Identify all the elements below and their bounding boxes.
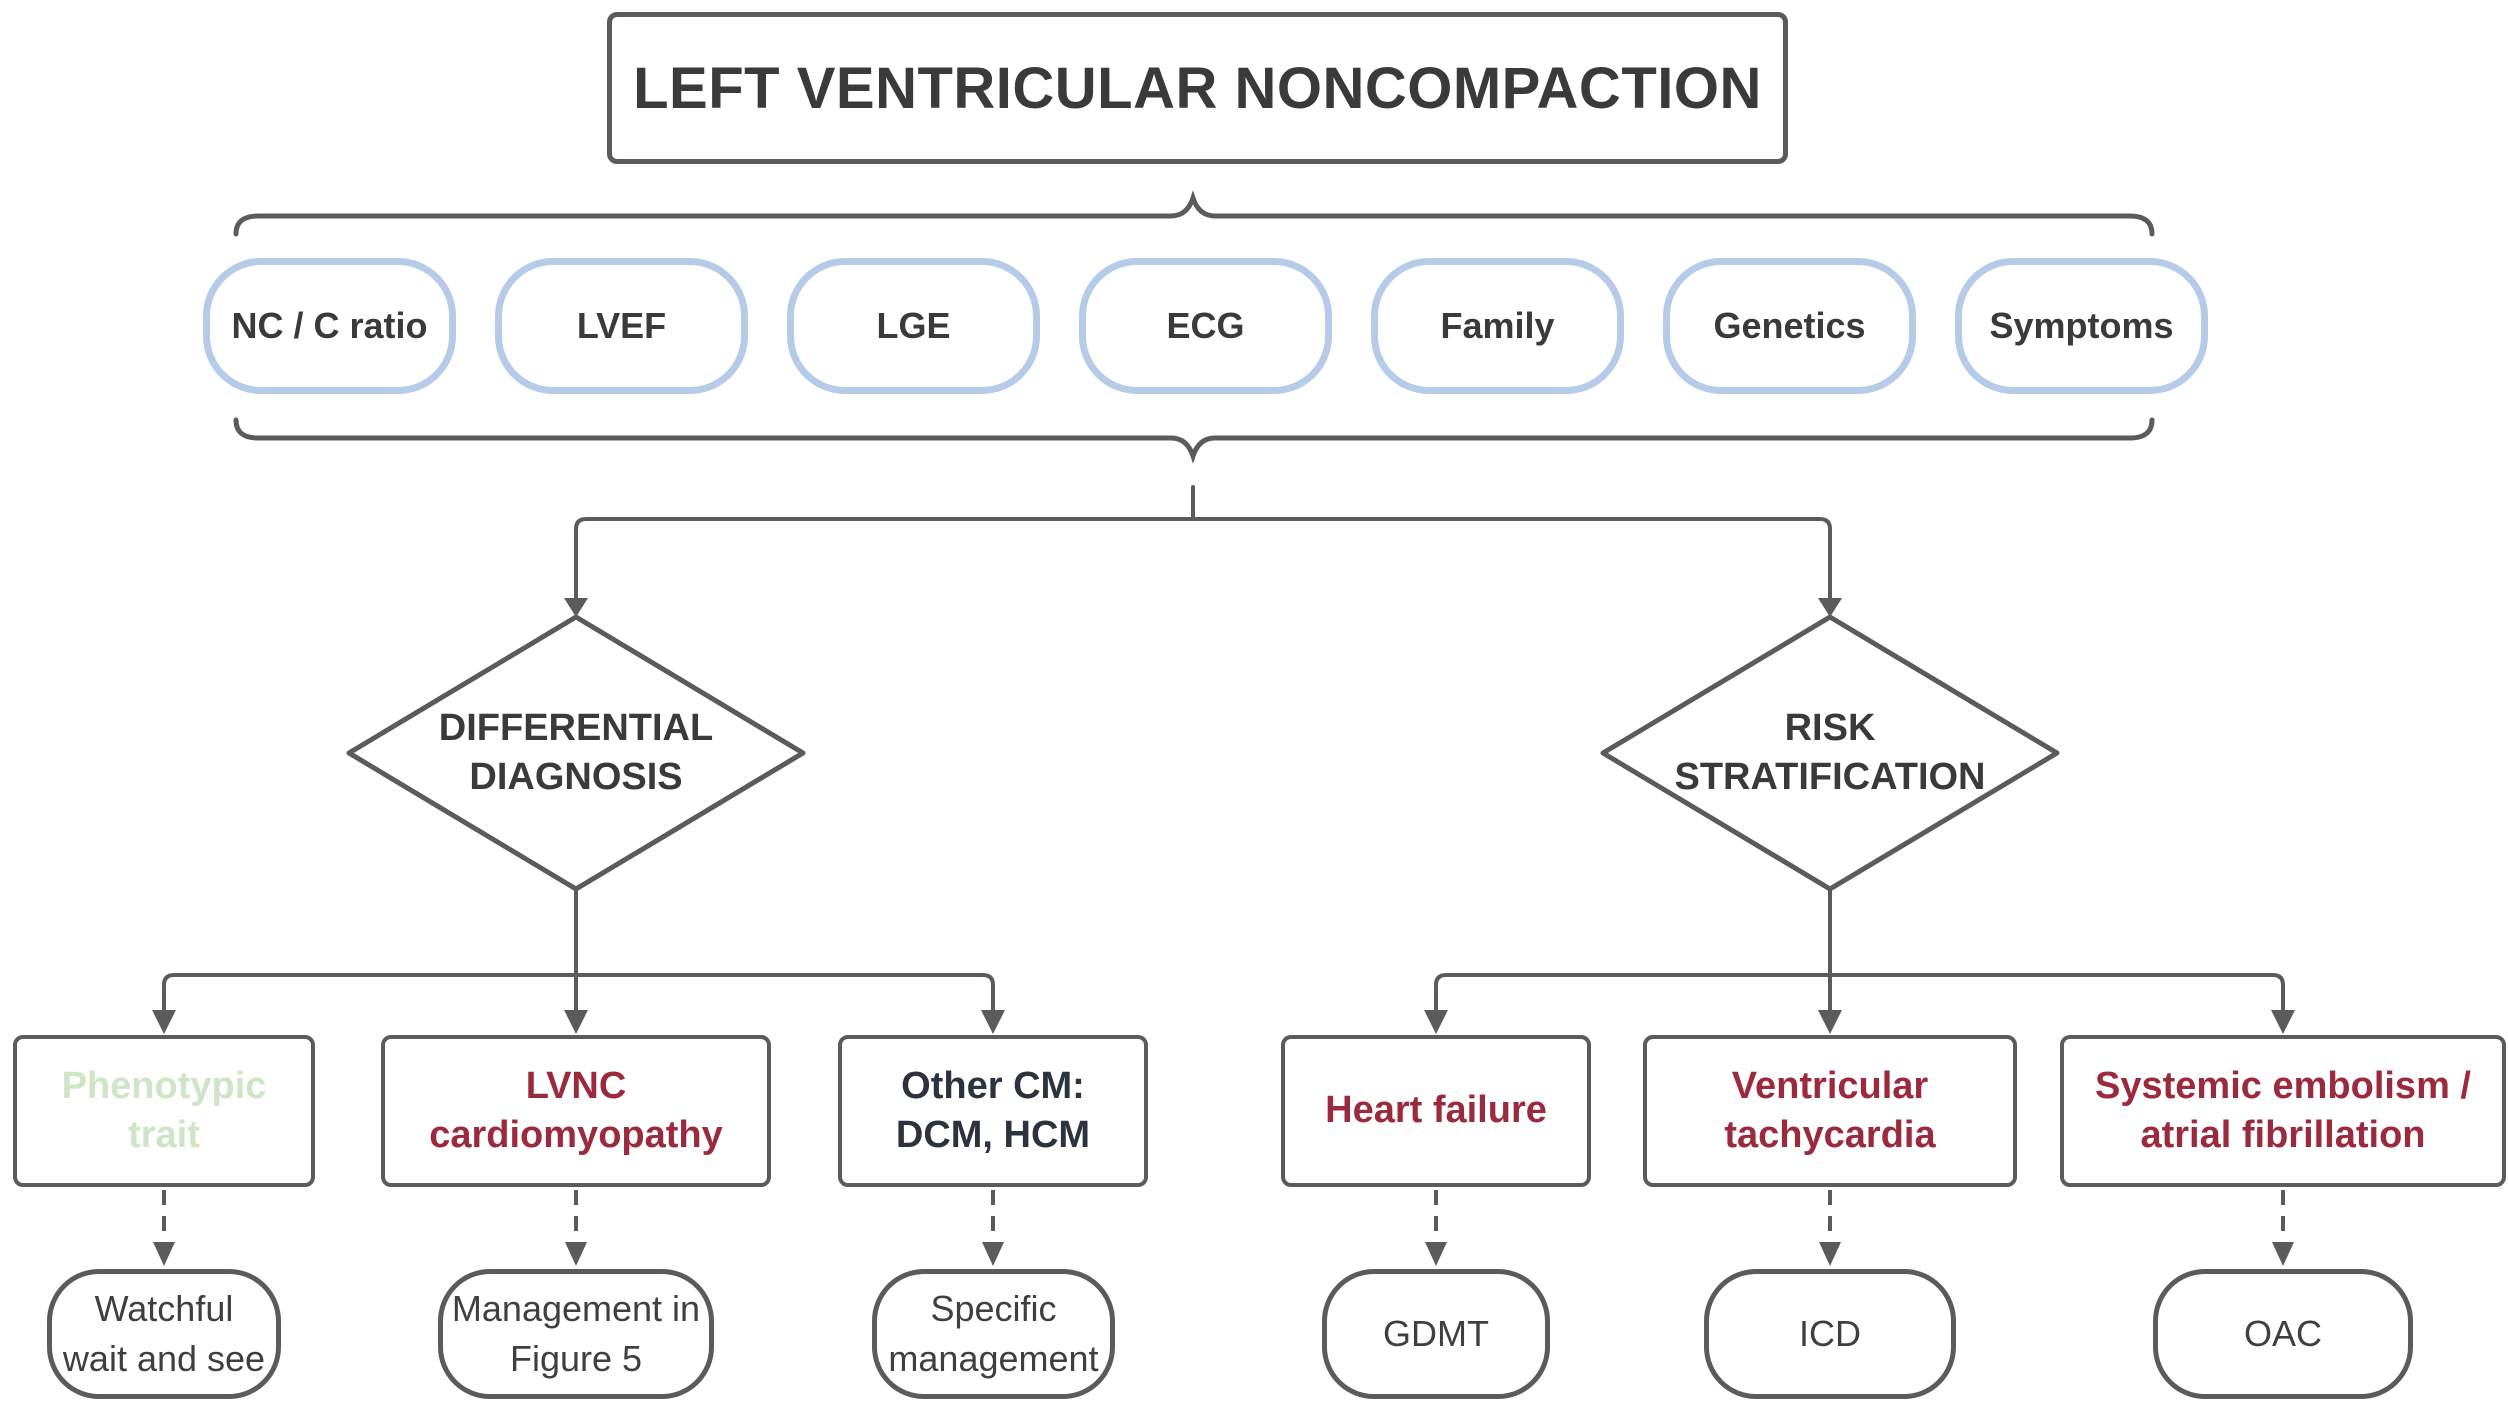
pill-symptoms-label: Symptoms <box>1989 305 2174 346</box>
outcome-other-cm-line2: DCM, HCM <box>895 1114 1091 1156</box>
arrowhead-heart-failure <box>1424 1010 1448 1034</box>
action-specific-line2: management <box>888 1338 1099 1379</box>
diamond-risk-line2: STRATIFICATION <box>1674 756 1986 798</box>
pill-genetics: Genetics <box>1663 258 1916 394</box>
outcome-embolism-line2: atrial fibrillation <box>2140 1114 2426 1156</box>
diamond-differential-line2: DIAGNOSIS <box>469 756 683 798</box>
pill-family: Family <box>1371 258 1624 394</box>
diagram-title-text: LEFT VENTRICULAR NONCOMPACTION <box>633 55 1762 121</box>
outcome-vtach-line1: Ventricular <box>1731 1064 1929 1107</box>
outcome-box-heart-failure: Heart failure <box>1281 1035 1591 1187</box>
diagram-title: LEFT VENTRICULAR NONCOMPACTION <box>607 12 1788 164</box>
arrowhead-ventricular-tachycardia <box>1818 1010 1842 1034</box>
outcome-phenotypic-line1: Phenotypic <box>61 1064 267 1107</box>
outcome-lvnc-line2: cardiomyopathy <box>429 1114 723 1156</box>
pill-nc-c-ratio: NC / C ratio <box>203 258 456 394</box>
action-gdmt-label: GDMT <box>1383 1312 1489 1354</box>
pill-lvef: LVEF <box>495 258 748 394</box>
pill-family-label: Family <box>1440 305 1555 346</box>
outcome-box-lvnc-cardiomyopathy: LVNC cardiomyopathy <box>381 1035 771 1187</box>
arrowhead-oac <box>2272 1242 2294 1266</box>
action-specific-line1: Specific <box>930 1287 1057 1329</box>
action-icd-label: ICD <box>1799 1312 1861 1354</box>
pill-lvef-label: LVEF <box>576 305 667 346</box>
outcome-embolism-line1: Systemic embolism / <box>2095 1064 2471 1107</box>
outcome-phenotypic-line2: trait <box>128 1114 200 1156</box>
arrowhead-lvnc-cardiomyopathy <box>564 1010 588 1034</box>
pill-lge-label: LGE <box>876 305 951 346</box>
action-box-gdmt: GDMT <box>1322 1269 1550 1399</box>
brace-bottom <box>233 417 2155 464</box>
outcome-heart-failure-line1: Heart failure <box>1325 1089 1547 1132</box>
outcome-lvnc-line1: LVNC <box>525 1064 627 1107</box>
outcome-box-phenotypic-trait: Phenotypic trait <box>13 1035 315 1187</box>
pill-lge: LGE <box>787 258 1040 394</box>
pill-ecg: ECG <box>1079 258 1332 394</box>
pill-nc-c-ratio-label: NC / C ratio <box>231 305 428 346</box>
pill-ecg-label: ECG <box>1166 305 1245 346</box>
arrowhead-specific <box>982 1242 1004 1266</box>
arrowhead-phenotypic-trait <box>152 1010 176 1034</box>
arrowhead-systemic-embolism <box>2271 1010 2295 1034</box>
pill-genetics-label: Genetics <box>1713 305 1866 346</box>
action-watchful-line1: Watchful <box>94 1287 234 1329</box>
outcome-other-cm-line1: Other CM: <box>901 1064 1085 1107</box>
arrowhead-icd <box>1819 1242 1841 1266</box>
outcome-box-ventricular-tachycardia: Ventricular tachycardia <box>1643 1035 2017 1187</box>
action-management-line1: Management in <box>451 1287 701 1329</box>
action-box-oac: OAC <box>2153 1269 2413 1399</box>
diamond-differential-line1: DIFFERENTIAL <box>438 706 714 749</box>
outcome-vtach-line2: tachycardia <box>1724 1114 1936 1156</box>
action-oac-label: OAC <box>2243 1312 2322 1354</box>
connector-branch-left <box>162 973 995 1014</box>
connector-branch-right <box>1434 973 2285 1014</box>
action-box-icd: ICD <box>1704 1269 1956 1399</box>
arrowhead-watchful <box>153 1242 175 1266</box>
outcome-box-systemic-embolism: Systemic embolism / atrial fibrillation <box>2060 1035 2506 1187</box>
arrowhead-diamond-right <box>1818 598 1842 617</box>
outcome-box-other-cm: Other CM: DCM, HCM <box>838 1035 1148 1187</box>
action-box-management-figure5: Management in Figure 5 <box>438 1269 714 1399</box>
pill-symptoms: Symptoms <box>1955 258 2208 394</box>
arrowhead-gdmt <box>1425 1242 1447 1266</box>
brace-top <box>233 190 2155 237</box>
diamond-label-risk-stratification: RISK STRATIFICATION <box>1603 617 2057 889</box>
diamond-label-differential-diagnosis: DIFFERENTIAL DIAGNOSIS <box>349 617 803 889</box>
arrowhead-other-cm <box>981 1010 1005 1034</box>
action-box-watchful-wait: Watchful wait and see <box>47 1269 281 1399</box>
action-watchful-line2: wait and see <box>62 1338 266 1379</box>
arrowhead-diamond-left <box>564 598 588 617</box>
diamond-risk-line1: RISK <box>1784 706 1876 749</box>
connector-split-diamonds <box>574 517 1832 603</box>
action-management-line2: Figure 5 <box>509 1338 643 1379</box>
arrowhead-management <box>565 1242 587 1266</box>
action-box-specific-management: Specific management <box>872 1269 1115 1399</box>
